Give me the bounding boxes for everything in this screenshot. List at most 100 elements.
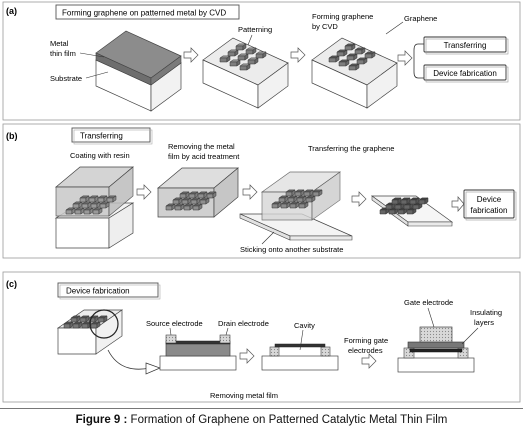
resin-pad [112,195,117,203]
leader-insulating [461,327,479,345]
panel-c-letter: (c) [6,279,17,289]
panel-c-title-shadow [59,284,161,300]
label-removing-1: Removing the metal [168,142,235,151]
resin-pad [88,197,96,203]
released-pad [181,199,189,205]
label-sticking: Sticking onto another substrate [240,245,343,254]
resin-pad [105,201,110,209]
graphene-pad [371,51,376,59]
resin-pad [99,203,107,209]
released-pad [199,199,207,205]
metal-pad [226,55,231,63]
graphene-pad [354,49,363,55]
arrow-c2 [361,353,377,369]
metal-pad [237,55,246,61]
magnifier-curve [107,349,151,370]
label-forming-graphene: Forming graphene [312,12,373,21]
resin-pad [65,209,73,215]
transferred-pad [409,199,417,205]
device-pad [97,317,105,323]
transferred-pad [397,209,405,215]
graphene-pad [344,45,353,51]
label-graphene: Graphene [404,14,437,23]
block-new-substrate [239,171,353,241]
cross-section-1 [159,334,237,371]
graphene-pad [345,59,350,67]
transfer-pad [311,195,316,203]
metal-pad [235,45,244,51]
box-transferring-label: Transferring [444,41,487,50]
panel-a-letter: (a) [6,6,17,16]
device-pad [72,323,80,329]
metal-pad [244,53,249,61]
graphene-pad [355,63,360,71]
released-pad [190,199,198,205]
metal-pad [252,47,257,55]
resin-pads [65,195,117,215]
graphene-pad [336,51,345,57]
label-metal: Metal [50,39,69,48]
metal-pad [242,43,247,51]
leader-cavity [299,329,304,351]
resin-pad [72,203,80,209]
label-transferring: Transferring the graphene [308,144,394,153]
drain-electrode [219,334,231,344]
device-pad [63,323,71,329]
released-pad [192,205,200,211]
box-device-fabrication-label: Device fabrication [433,69,497,78]
label-by-cvd: by CVD [312,22,338,31]
graphene-pad [351,43,356,51]
panel-a-title-box [55,4,240,20]
released-pad [206,193,214,199]
gate-electrode [419,326,453,343]
panel-b: (b) Transferring Coating with resin Remo… [2,123,521,259]
leader-patterning [247,34,253,46]
released-pad [172,199,180,205]
resin-pad [74,209,82,215]
transfer-pad [318,189,323,197]
graphene-pad [353,53,358,61]
arrow-b4 [451,196,465,212]
metal-pad [239,65,248,71]
box-device-label-1: Device [477,195,502,204]
graphene-pad [335,55,340,63]
transfer-pads [271,189,323,209]
released-pad [165,205,173,211]
graphene-pad [364,53,373,59]
arrow-c1 [239,348,255,364]
released-pad [212,191,217,199]
block-patterned [202,37,289,109]
resin-pad [83,209,91,215]
panel-b-title-shadow [73,129,153,145]
panel-b-title-box [71,127,151,143]
resin-pad [92,209,100,215]
caption-prefix: Figure 9 : [75,414,128,426]
resin-pad [79,197,87,203]
released-pad [183,205,191,211]
cross-section-2 [261,343,339,371]
graphene-on-new-substrate [379,197,429,215]
leader-sticking [261,231,275,245]
transfer-pad [312,191,320,197]
transferred-pad [400,199,408,205]
panel-b-title: Transferring [80,132,123,141]
transfer-pad [280,203,288,209]
label-insulating-2: layers [474,318,494,327]
label-cavity: Cavity [294,321,315,330]
source-electrode [165,334,177,344]
transfer-pad [296,197,304,203]
cross-section-3 [397,326,475,373]
transfer-pad [305,197,313,203]
box-device-fabrication [423,64,507,81]
block-metal-film [95,30,182,112]
caption-rule [0,408,523,409]
resin-pad [106,197,114,203]
transferred-pad [418,199,426,205]
transfer-pad [304,201,309,209]
transfer-pad [289,203,297,209]
box-device-label-2: fabrication [471,206,508,215]
graphene-pad [343,49,348,57]
transfer-pad [287,197,295,203]
arrow-a2 [290,47,306,63]
released-pad [198,203,203,211]
